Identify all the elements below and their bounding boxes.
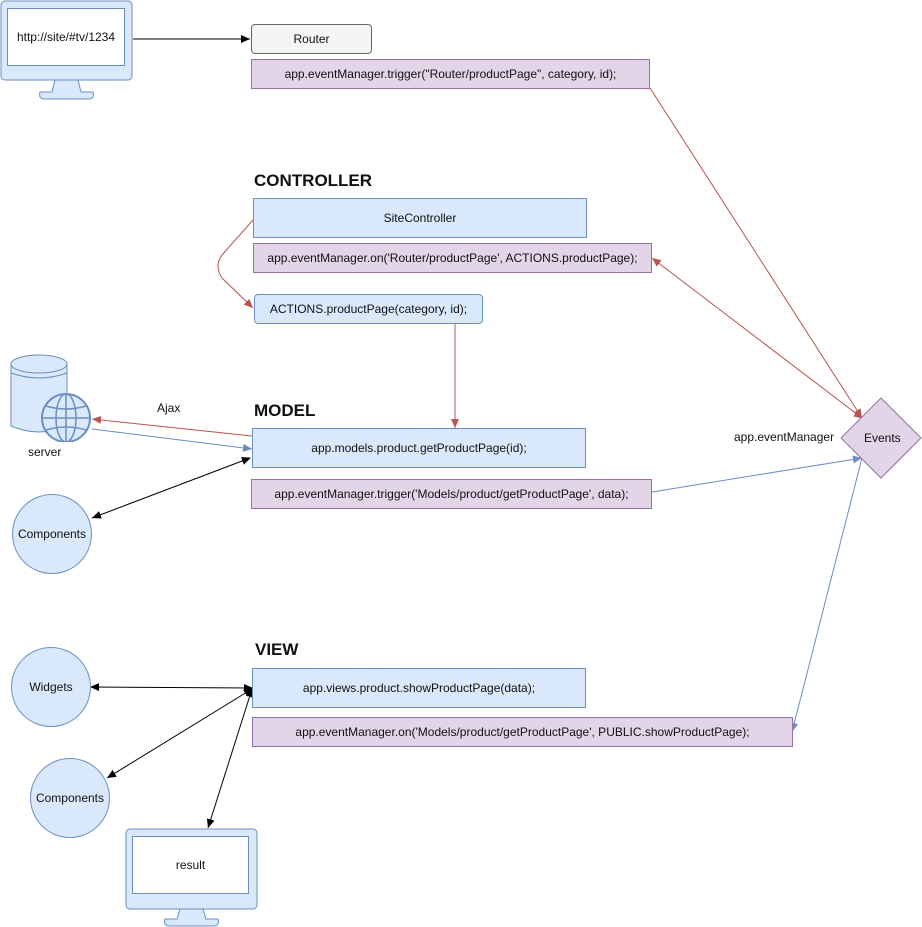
site-controller-box: SiteController bbox=[253, 198, 587, 238]
model-heading: MODEL bbox=[254, 401, 316, 420]
arrow-model-to-server bbox=[91, 415, 253, 437]
model-components-circle: Components bbox=[12, 494, 92, 574]
controller-heading: CONTROLLER bbox=[254, 171, 373, 190]
globe-icon bbox=[41, 393, 91, 442]
arrow-view-widgets bbox=[89, 683, 253, 692]
router-trigger-box: app.eventManager.trigger("Router/product… bbox=[251, 59, 650, 89]
model-call-box: app.models.product.getProductPage(id); bbox=[252, 428, 586, 468]
router-box: Router bbox=[251, 24, 372, 54]
arrow-events-to-controller-on bbox=[651, 257, 863, 419]
server-database-icon bbox=[10, 354, 91, 442]
events-label: Events bbox=[864, 431, 901, 445]
arrow-events-to-view-on bbox=[790, 457, 863, 733]
url-monitor: http://site/#tv/1234 bbox=[0, 0, 133, 100]
controller-on-box: app.eventManager.on('Router/productPage'… bbox=[253, 243, 652, 273]
events-diamond bbox=[840, 397, 922, 479]
action-product-page-box: ACTIONS.productPage(category, id); bbox=[254, 294, 483, 324]
model-trigger-box: app.eventManager.trigger('Models/product… bbox=[251, 479, 652, 509]
event-manager-label: app.eventManager bbox=[734, 430, 835, 444]
arrow-view-components bbox=[106, 688, 253, 779]
ajax-label: Ajax bbox=[157, 401, 181, 415]
view-components-circle: Components bbox=[30, 758, 110, 838]
server-label: server bbox=[28, 445, 62, 459]
arrow-view-result bbox=[206, 688, 254, 829]
arrow-model-components bbox=[91, 457, 251, 519]
arrow-controller-to-action bbox=[217, 219, 254, 309]
view-on-box: app.eventManager.on('Models/product/getP… bbox=[252, 717, 793, 747]
url-text: http://site/#tv/1234 bbox=[7, 8, 125, 66]
arrow-model-trigger-to-events bbox=[651, 455, 863, 493]
widgets-circle: Widgets bbox=[11, 647, 91, 727]
view-call-box: app.views.product.showProductPage(data); bbox=[252, 668, 586, 708]
result-monitor: result bbox=[125, 828, 258, 927]
view-heading: VIEW bbox=[255, 640, 299, 659]
arrow-router-trigger-to-events bbox=[649, 87, 863, 419]
arrow-server-to-model bbox=[91, 428, 253, 452]
result-text: result bbox=[132, 836, 249, 894]
